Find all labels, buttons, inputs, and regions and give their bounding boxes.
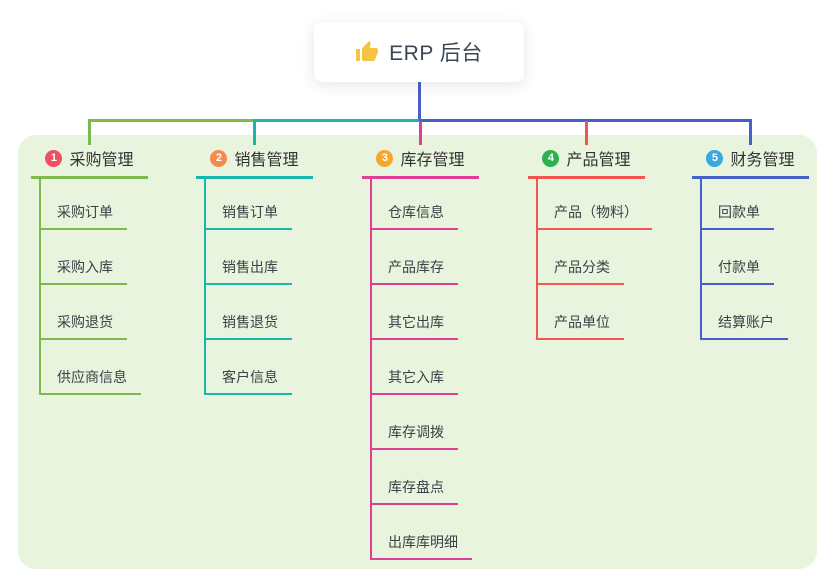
child-topic[interactable]: 销售退货: [204, 312, 292, 340]
connector-root-drop: [418, 82, 421, 120]
badge-3: 3: [376, 149, 394, 167]
connector-stub-product: [585, 121, 588, 145]
branch-product-header[interactable]: 4 产品管理: [528, 145, 645, 171]
branches-panel: [18, 135, 817, 569]
branch-children-line: [700, 179, 702, 340]
child-topic[interactable]: 采购入库: [39, 257, 127, 285]
child-topic[interactable]: 销售订单: [204, 202, 292, 230]
branch-inventory-label: 库存管理: [400, 152, 465, 169]
connector-stub-finance: [749, 121, 752, 145]
connector-bus-purchase: [88, 119, 254, 122]
branch-finance-header[interactable]: 5 财务管理: [692, 145, 809, 171]
connector-stub-sales: [253, 121, 256, 145]
branch-product-label: 产品管理: [566, 152, 631, 169]
branch-underline: [196, 176, 313, 179]
branch-product: 4 产品管理 产品（物料） 产品分类 产品单位: [528, 145, 652, 340]
child-topic[interactable]: 库存调拨: [370, 422, 458, 450]
connector-bus-sales: [253, 119, 420, 122]
badge-5: 5: [706, 149, 724, 167]
branch-children-line: [39, 179, 41, 395]
branch-children-line: [370, 179, 372, 560]
child-topic[interactable]: 结算账户: [700, 312, 788, 340]
branch-purchase-label: 采购管理: [69, 152, 134, 169]
badge-1: 1: [45, 149, 63, 167]
connector-bus-finance: [419, 119, 752, 122]
child-topic[interactable]: 产品单位: [536, 312, 624, 340]
connector-stub-purchase: [88, 121, 91, 145]
child-topic[interactable]: 其它出库: [370, 312, 458, 340]
child-topic[interactable]: 仓库信息: [370, 202, 458, 230]
branch-inventory: 3 库存管理 仓库信息 产品库存 其它出库 其它入库 库存调拨 库存盘点 出库库…: [362, 145, 479, 560]
child-topic[interactable]: 采购订单: [39, 202, 127, 230]
branch-purchase: 1 采购管理 采购订单 采购入库 采购退货 供应商信息: [31, 145, 148, 395]
child-topic[interactable]: 产品库存: [370, 257, 458, 285]
badge-2: 2: [210, 149, 228, 167]
branch-finance-label: 财务管理: [730, 152, 795, 169]
root-topic-label: ERP 后台: [389, 42, 483, 65]
branch-sales: 2 销售管理 销售订单 销售出库 销售退货 客户信息: [196, 145, 313, 395]
branch-sales-label: 销售管理: [234, 152, 299, 169]
thumbs-up-icon: [355, 40, 379, 64]
branch-underline: [362, 176, 479, 179]
branch-children-line: [536, 179, 538, 340]
child-topic[interactable]: 付款单: [700, 257, 774, 285]
child-topic[interactable]: 出库库明细: [370, 532, 472, 560]
child-topic[interactable]: 销售出库: [204, 257, 292, 285]
connector-stub-inventory: [419, 121, 422, 145]
child-topic[interactable]: 产品（物料）: [536, 202, 652, 230]
child-topic[interactable]: 库存盘点: [370, 477, 458, 505]
child-topic[interactable]: 采购退货: [39, 312, 127, 340]
branch-finance: 5 财务管理 回款单 付款单 结算账户: [692, 145, 809, 340]
branch-inventory-header[interactable]: 3 库存管理: [362, 145, 479, 171]
child-topic[interactable]: 其它入库: [370, 367, 458, 395]
branch-underline: [692, 176, 809, 179]
branch-purchase-header[interactable]: 1 采购管理: [31, 145, 148, 171]
branch-children-line: [204, 179, 206, 395]
branch-underline: [528, 176, 645, 179]
branch-sales-header[interactable]: 2 销售管理: [196, 145, 313, 171]
child-topic[interactable]: 回款单: [700, 202, 774, 230]
root-topic[interactable]: ERP 后台: [314, 22, 524, 82]
branch-underline: [31, 176, 148, 179]
child-topic[interactable]: 供应商信息: [39, 367, 141, 395]
child-topic[interactable]: 产品分类: [536, 257, 624, 285]
child-topic[interactable]: 客户信息: [204, 367, 292, 395]
badge-4: 4: [542, 149, 560, 167]
